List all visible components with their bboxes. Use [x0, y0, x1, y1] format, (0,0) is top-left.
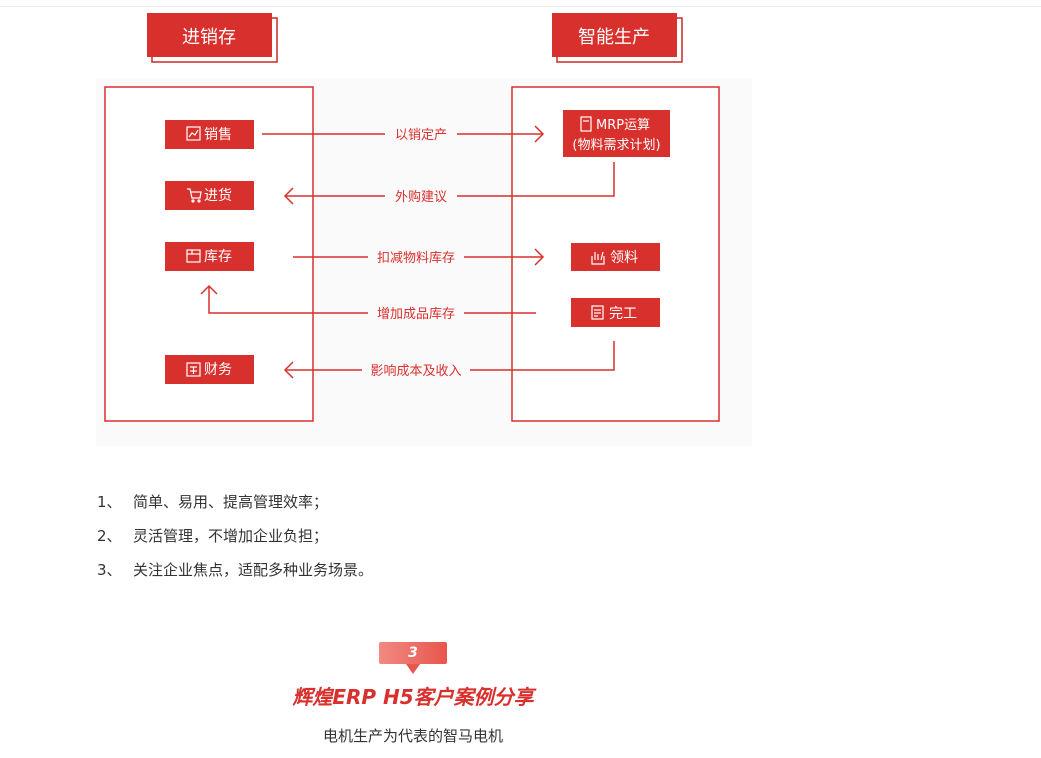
flow2-line-right: [457, 162, 615, 197]
flow5-line-right: [470, 341, 615, 371]
left-title-box: 进销存: [147, 13, 278, 63]
wallet-icon: [186, 362, 201, 377]
inventory-box: 库存: [165, 242, 254, 271]
badge-pointer: [406, 664, 420, 674]
left-title: 进销存: [182, 27, 236, 48]
flow1-arrowhead: [534, 125, 545, 143]
right-title-box: 智能生产: [552, 13, 683, 63]
benefit-list: 1、简单、易用、提高管理效率； 2、灵活管理，不增加企业负担； 3、关注企业焦点…: [97, 490, 373, 592]
mrp-label-line1: MRP运算: [596, 118, 650, 133]
list-item-text: 关注企业焦点，适配多种业务场景。: [133, 561, 374, 579]
flow2-arrowhead: [283, 187, 294, 205]
finance-box: 财务: [165, 355, 254, 384]
completion-label: 完工: [609, 306, 637, 322]
top-divider: [0, 6, 1041, 7]
flow3-arrowhead: [534, 248, 545, 266]
list-item: 2、灵活管理，不增加企业负担；: [97, 524, 373, 558]
section-number: 3: [408, 645, 418, 661]
sales-box: 销售: [165, 120, 254, 149]
flow4-label: 增加成品库存: [377, 306, 455, 322]
purchase-box: 进货: [165, 181, 254, 210]
list-item-number: 2、: [97, 527, 122, 545]
flow2-label: 外购建议: [395, 189, 447, 205]
flow1-label: 以销定产: [395, 128, 447, 143]
flow4-arrowhead: [200, 284, 218, 295]
list-item-text: 灵活管理，不增加企业负担；: [133, 527, 329, 545]
inventory-label: 库存: [204, 249, 232, 265]
picking-box: 领料: [571, 243, 660, 271]
purchase-label: 进货: [204, 187, 232, 204]
mrp-label-line2: (物料需求计划): [572, 138, 660, 153]
document-icon: [591, 305, 604, 320]
picking-label: 领料: [610, 250, 638, 266]
right-title: 智能生产: [578, 27, 650, 48]
picking-icon: [591, 251, 605, 265]
sales-label: 销售: [204, 127, 232, 143]
section-number-badge: 3: [379, 642, 447, 664]
list-item: 3、关注企业焦点，适配多种业务场景。: [97, 558, 373, 592]
flow5-arrowhead: [283, 361, 294, 379]
chart-icon: [186, 126, 201, 141]
cart-icon: [187, 188, 202, 203]
list-item-text: 简单、易用、提高管理效率；: [133, 493, 329, 511]
case-subtitle: 电机生产为代表的智马电机: [322, 727, 503, 745]
list-item: 1、简单、易用、提高管理效率；: [97, 490, 373, 524]
box-icon: [186, 249, 201, 263]
case-title: 辉煌ERP H5客户案例分享: [292, 685, 534, 709]
calculator-icon: [580, 116, 592, 132]
flow4-line-left: [208, 286, 368, 314]
list-item-number: 3、: [97, 561, 122, 579]
finance-label: 财务: [204, 362, 232, 378]
flow5-label: 影响成本及收入: [370, 363, 461, 379]
mrp-box: MRP运算 (物料需求计划): [563, 110, 670, 157]
list-item-number: 1、: [97, 493, 122, 511]
flow3-label: 扣减物料库存: [377, 250, 455, 266]
completion-box: 完工: [571, 298, 660, 327]
erp-flow-diagram: 进销存 智能生产 销售 进货 库存: [104, 13, 720, 422]
